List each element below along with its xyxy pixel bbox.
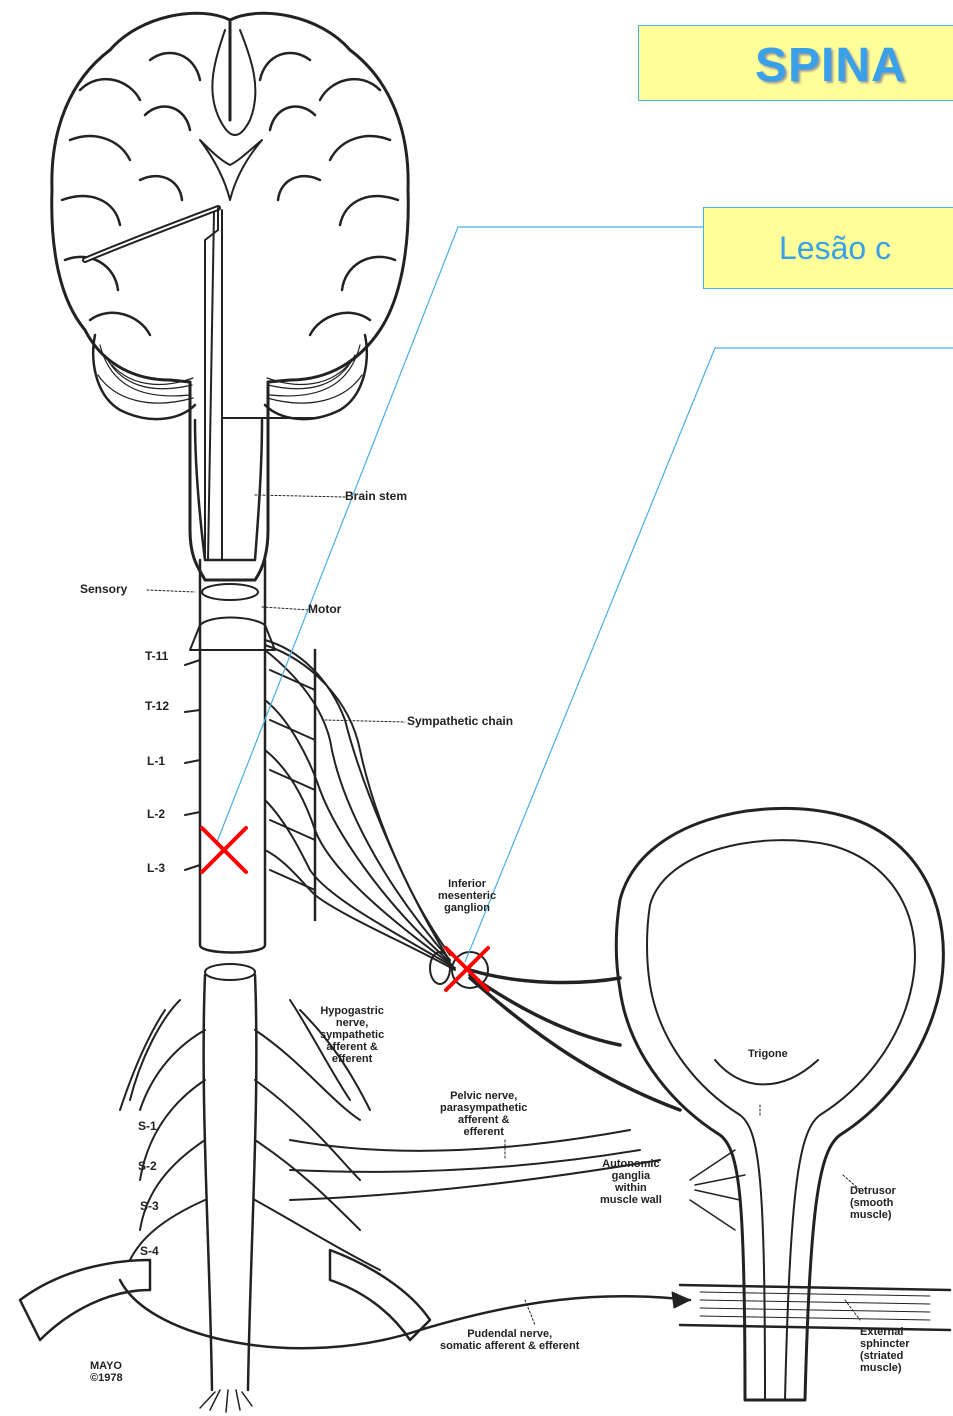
label-pudendal-nerve: Pudendal nerve, somatic afferent & effer… bbox=[440, 1328, 579, 1352]
slide-title: SPINA bbox=[755, 38, 907, 93]
label-mayo-copyright: MAYO ©1978 bbox=[90, 1360, 123, 1384]
label-t11: T-11 bbox=[145, 650, 168, 663]
label-autonomic-ganglia: Autonomic ganglia within muscle wall bbox=[600, 1158, 662, 1206]
label-external-sphincter: External sphincter (striated muscle) bbox=[860, 1326, 910, 1374]
label-l1: L-1 bbox=[147, 755, 165, 768]
external-sphincter bbox=[680, 1285, 950, 1330]
label-t12: T-12 bbox=[145, 700, 169, 713]
label-l3: L-3 bbox=[147, 862, 165, 875]
label-l2: L-2 bbox=[147, 808, 165, 821]
subtitle-box: Lesão c bbox=[703, 207, 953, 289]
label-trigone: Trigone bbox=[748, 1048, 788, 1061]
label-sensory: Sensory bbox=[80, 583, 127, 596]
bladder-inner bbox=[647, 840, 915, 1400]
callout-line-1 bbox=[217, 227, 703, 842]
sacral-cord bbox=[204, 975, 257, 1390]
label-s1: S-1 bbox=[138, 1120, 157, 1133]
label-detrusor: Detrusor (smooth muscle) bbox=[850, 1185, 896, 1221]
label-s3: S-3 bbox=[140, 1200, 159, 1213]
label-brain-stem: Brain stem bbox=[345, 490, 407, 503]
title-box: SPINA bbox=[638, 25, 953, 101]
label-pelvic-nerve: Pelvic nerve, parasympathetic afferent &… bbox=[440, 1090, 527, 1138]
label-s2: S-2 bbox=[138, 1160, 157, 1173]
lesion-mark-spinal bbox=[202, 828, 246, 872]
label-s4: S-4 bbox=[140, 1245, 159, 1258]
slide-subtitle: Lesão c bbox=[779, 230, 891, 267]
label-motor: Motor bbox=[308, 603, 341, 616]
label-inferior-mesenteric: Inferior mesenteric ganglion bbox=[438, 878, 496, 914]
label-hypogastric: Hypogastric nerve, sympathetic afferent … bbox=[320, 1005, 384, 1065]
label-sympathetic-chain: Sympathetic chain bbox=[407, 715, 513, 728]
